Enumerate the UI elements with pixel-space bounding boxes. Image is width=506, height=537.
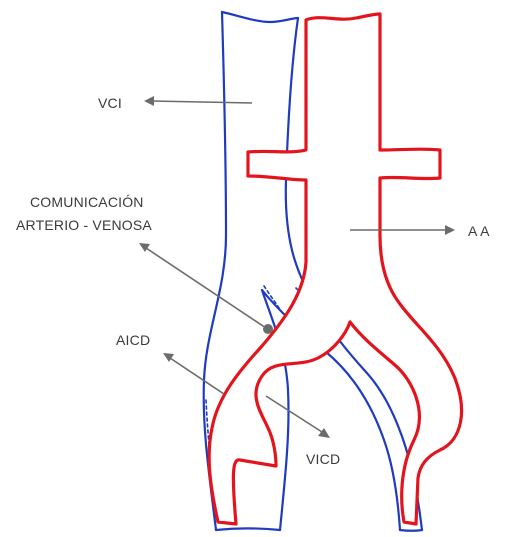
label-vci: VCI	[98, 95, 122, 111]
right-iliac-vein-bottom	[400, 530, 422, 531]
comunicacion-arrow-line	[146, 248, 266, 328]
comunicacion-dot	[263, 324, 273, 334]
vicd-arrowhead	[318, 428, 330, 438]
vicd-arrow-line	[266, 396, 322, 432]
left-iliac-vein-bottom	[216, 529, 280, 531]
aa-arrowhead	[445, 225, 455, 235]
vci-arrow-line	[152, 101, 252, 103]
label-comunicacion-line1: COMUNICACIÓN	[30, 194, 144, 210]
aicd-arrowhead	[163, 353, 174, 362]
label-vicd: VICD	[306, 451, 340, 467]
aicd-arrow-line	[170, 358, 224, 394]
vci-arrowhead	[144, 96, 154, 106]
comunicacion-arrowhead	[139, 243, 150, 252]
label-comunicacion-line2: ARTERIO - VENOSA	[16, 217, 152, 233]
vci-top-wall	[222, 12, 298, 22]
label-aicd: AICD	[116, 332, 150, 348]
aorta-outline	[209, 14, 461, 524]
label-aa: A A	[468, 223, 490, 239]
arterial-system	[209, 14, 461, 524]
